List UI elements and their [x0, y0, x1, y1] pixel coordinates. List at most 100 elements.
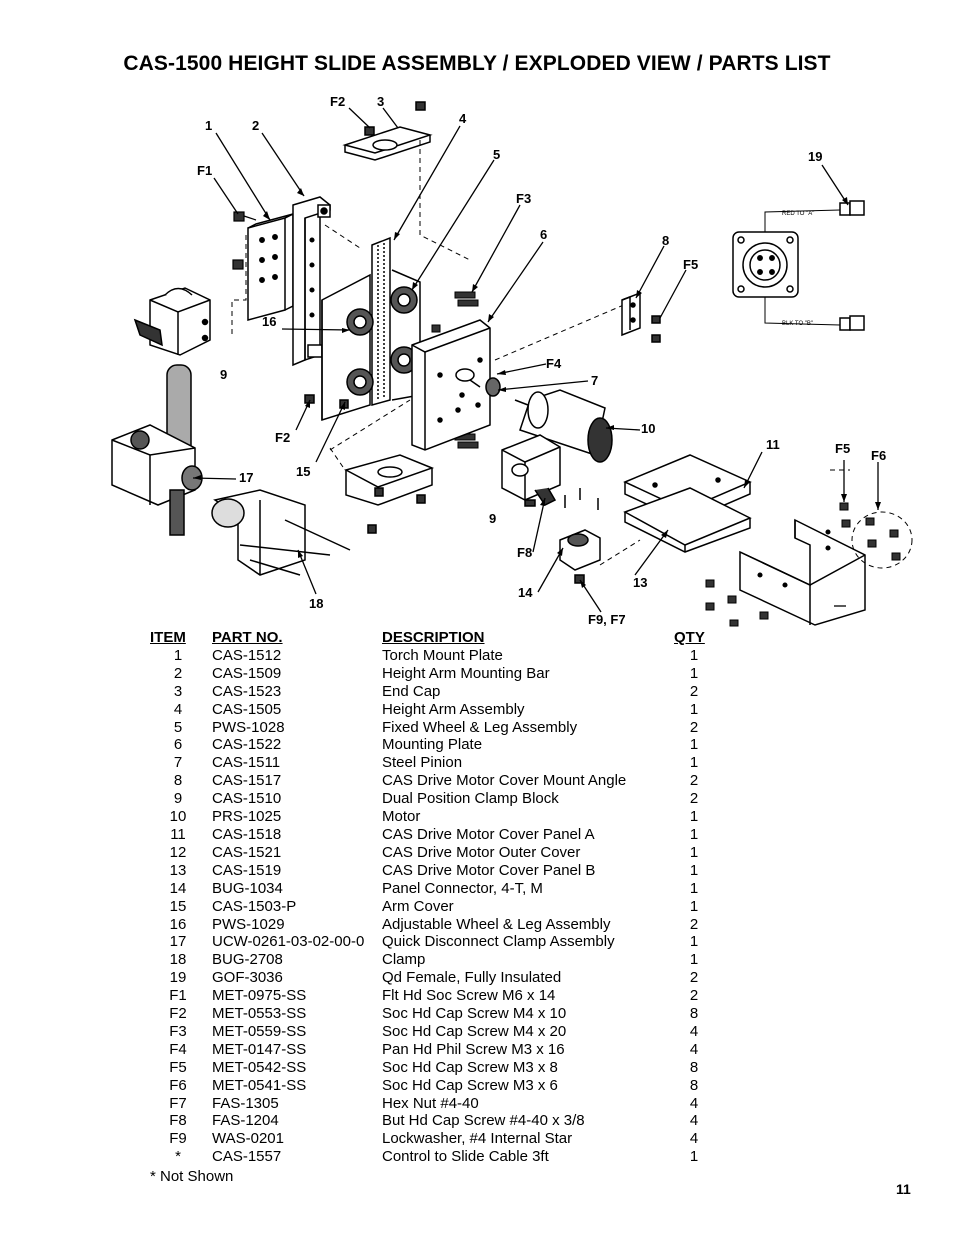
callout-15: 15 — [296, 464, 310, 479]
row-part-no: BUG-2708 — [212, 951, 283, 969]
row-description: Panel Connector, 4-T, M — [382, 879, 543, 897]
torch-mount-plate — [247, 212, 294, 321]
row-qty: 1 — [689, 933, 699, 951]
row-part-no: CAS-1512 — [212, 646, 282, 664]
row-qty: 4 — [689, 1130, 699, 1148]
callout-18: 18 — [309, 596, 323, 611]
row-item: 5 — [173, 718, 183, 736]
f1-screws — [232, 211, 257, 270]
row-item: 19 — [169, 969, 187, 987]
row-qty: 2 — [689, 718, 699, 736]
dual-position-clamp-block-left — [133, 287, 211, 356]
row-item: 1 — [173, 646, 183, 664]
row-qty: 2 — [689, 915, 699, 933]
row-part-no: PRS-1025 — [212, 808, 282, 826]
row-description: Quick Disconnect Clamp Assembly — [382, 933, 615, 951]
row-qty: 1 — [689, 879, 699, 897]
callout-labels: 1 2 3 4 5 6 7 8 9 9 10 11 12 13 14 15 16… — [197, 94, 886, 627]
row-item: 6 — [173, 736, 183, 754]
row-item: F7 — [169, 1094, 187, 1112]
row-qty: 4 — [689, 1022, 699, 1040]
wheel-assemblies — [346, 286, 418, 396]
row-part-no: CAS-1517 — [212, 772, 282, 790]
table-row: 17 UCW-0261-03-02-00-0 Quick Disconnect Cl… — [146, 933, 714, 951]
row-part-no: CAS-1518 — [212, 825, 282, 843]
callout-14: 14 — [518, 585, 533, 600]
row-qty: 1 — [689, 700, 699, 718]
row-qty: 8 — [689, 1005, 699, 1023]
callout-f2-top: F2 — [330, 94, 345, 109]
footnote: * Not Shown — [150, 1168, 234, 1185]
row-qty: 1 — [689, 897, 699, 915]
row-qty: 2 — [689, 772, 699, 790]
row-description: But Hd Cap Screw #4-40 x 3/8 — [382, 1112, 585, 1130]
parts-list-header-row: ITEM PART NO. DESCRIPTION QTY — [146, 629, 714, 647]
row-description: CAS Drive Motor Outer Cover — [382, 843, 581, 861]
row-description: Motor — [382, 808, 421, 826]
row-description: Height Arm Assembly — [382, 700, 525, 718]
callout-f8: F8 — [517, 545, 532, 560]
callout-19: 19 — [808, 149, 822, 164]
callout-8: 8 — [662, 233, 669, 248]
row-item: F9 — [169, 1130, 187, 1148]
row-description: CAS Drive Motor Cover Panel B — [382, 861, 596, 879]
callout-f5-right: F5 — [835, 441, 850, 456]
callout-9-right: 9 — [489, 511, 496, 526]
row-part-no: CAS-1505 — [212, 700, 282, 718]
row-part-no: CAS-1522 — [212, 736, 282, 754]
row-description: End Cap — [382, 682, 441, 700]
row-item: 18 — [169, 951, 187, 969]
row-part-no: MET-0541-SS — [212, 1076, 307, 1094]
row-part-no: UCW-0261-03-02-00-0 — [212, 933, 365, 951]
callout-f3: F3 — [516, 191, 531, 206]
row-part-no: MET-0553-SS — [212, 1005, 307, 1023]
callout-5: 5 — [493, 147, 500, 162]
row-part-no: CAS-1510 — [212, 790, 282, 808]
row-part-no: CAS-1509 — [212, 664, 282, 682]
callout-f2-bottom: F2 — [275, 430, 290, 445]
steel-pinion — [469, 377, 501, 397]
callout-f6: F6 — [871, 448, 886, 463]
f5-f6-screws — [705, 502, 901, 627]
leader-arrowheads — [193, 188, 881, 588]
wire-label-black: BLK TO "B" — [782, 321, 813, 327]
row-item: F1 — [169, 987, 187, 1005]
row-part-no: PWS-1029 — [212, 915, 285, 933]
assembly-drawing — [111, 101, 913, 627]
row-qty: 2 — [689, 987, 699, 1005]
row-description: Torch Mount Plate — [382, 646, 503, 664]
motor-outer-cover — [739, 518, 866, 626]
panel-connector — [559, 488, 601, 584]
callout-10: 10 — [641, 421, 655, 436]
row-item: 16 — [169, 915, 187, 933]
row-part-no: MET-0147-SS — [212, 1040, 307, 1058]
row-qty: 1 — [689, 951, 699, 969]
row-item: 17 — [169, 933, 187, 951]
row-item: F2 — [169, 1005, 187, 1023]
callout-9-left: 9 — [220, 367, 227, 382]
row-qty: 8 — [689, 1058, 699, 1076]
row-qty: 4 — [689, 1112, 699, 1130]
callout-13: 13 — [633, 575, 647, 590]
row-description: Soc Hd Cap Screw M3 x 8 — [382, 1058, 558, 1076]
row-part-no: WAS-0201 — [212, 1130, 284, 1148]
row-part-no: CAS-1511 — [212, 754, 281, 772]
callout-16: 16 — [262, 314, 276, 329]
row-item: F3 — [169, 1022, 187, 1040]
callout-f4: F4 — [546, 356, 562, 371]
